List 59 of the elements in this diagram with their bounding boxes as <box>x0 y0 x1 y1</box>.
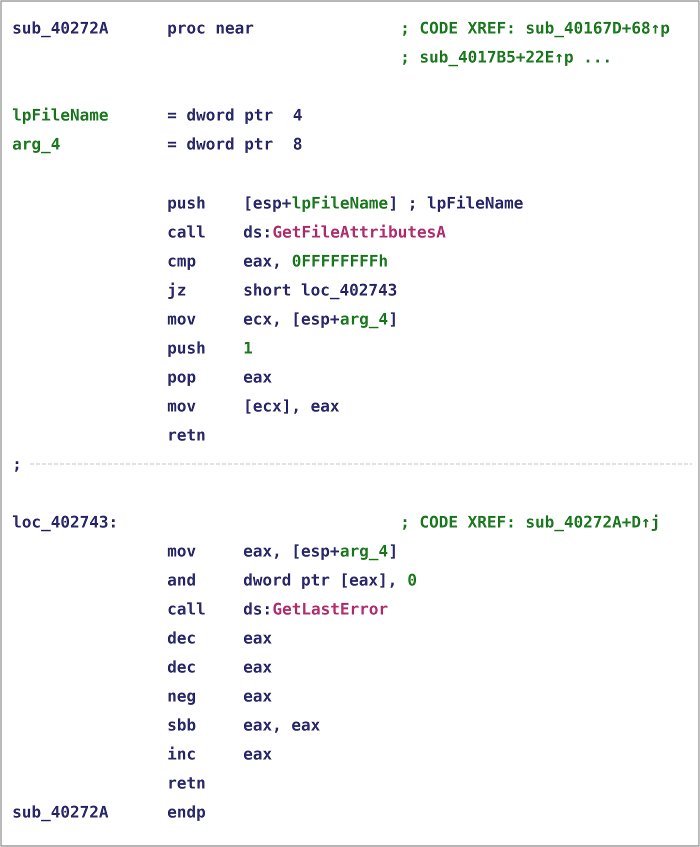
code-text: dec <box>168 660 195 673</box>
code-text: 0 <box>408 574 416 586</box>
code-text: 8 <box>294 138 302 150</box>
code-text: call <box>168 602 205 615</box>
code-text: lpFileName <box>12 108 108 124</box>
code-text: pop <box>168 374 196 386</box>
code-text: eax, <box>244 258 278 269</box>
code-text: dword ptr [eax], <box>244 573 394 589</box>
code-text: eax <box>244 664 272 673</box>
code-text: ; CODE XREF: sub_40167D+68↑p <box>403 21 670 38</box>
code-text: arg_4 <box>340 312 388 328</box>
code-text: arg_4 <box>340 544 388 560</box>
code-text: ; CODE XREF: sub_40272A+D↑j <box>403 514 658 532</box>
code-text: ecx, [esp+ <box>244 312 339 328</box>
code-text: 0FFFFFFFFh <box>292 254 387 267</box>
code-text: eax <box>244 692 272 702</box>
code-text: 1 <box>244 342 252 354</box>
code-text: ; sub_4017B5+22E↑p ... <box>403 50 609 66</box>
code-text: dec <box>168 631 195 644</box>
code-text: ds: <box>244 602 269 615</box>
code-text: eax <box>244 750 272 760</box>
code-text: call <box>168 225 205 238</box>
code-text: eax, [esp+ <box>244 544 339 560</box>
code-text: retn <box>169 777 204 789</box>
code-text: neg <box>168 692 196 705</box>
code-text: short loc_402743 <box>244 283 396 300</box>
code-text: ; <box>15 461 18 472</box>
code-text: [esp+ <box>246 196 291 212</box>
code-text: sub_40272A <box>14 21 108 38</box>
code-text: cmp <box>168 258 196 270</box>
code-text: and <box>168 573 195 586</box>
code-text: inc <box>168 746 195 760</box>
code-text: mov <box>168 548 196 557</box>
code-text: ds: <box>244 225 269 238</box>
code-text: jz <box>168 282 186 299</box>
code-text: endp <box>168 805 206 821</box>
code-text: GetFileAttributesA <box>273 224 446 238</box>
code-text: push <box>168 196 204 212</box>
code-text: retn <box>169 429 204 441</box>
code-text: push <box>168 341 204 357</box>
code-text: eax <box>244 634 272 644</box>
code-text: = dword ptr <box>168 137 272 153</box>
code-text: ] ; lpFileName <box>390 196 523 212</box>
code-text: [ecx], eax <box>246 399 340 414</box>
code-text: eax, eax <box>244 722 320 733</box>
code-text: arg_4 <box>12 138 60 154</box>
code-text: = dword ptr <box>168 108 272 124</box>
code-text: sbb <box>168 718 196 731</box>
code-text: mov <box>168 316 196 325</box>
code-text: proc near <box>168 24 254 37</box>
code-text: GetLastError <box>273 602 388 615</box>
code-text: eax <box>244 374 272 383</box>
code-text: mov <box>168 402 196 412</box>
code-text: loc_402743: <box>12 515 115 532</box>
code-text: lpFileName <box>292 196 388 212</box>
code-text: ] <box>390 544 395 559</box>
code-text: sub_40272A <box>14 805 108 822</box>
code-text: 4 <box>294 108 302 120</box>
code-text: ] <box>390 312 395 327</box>
